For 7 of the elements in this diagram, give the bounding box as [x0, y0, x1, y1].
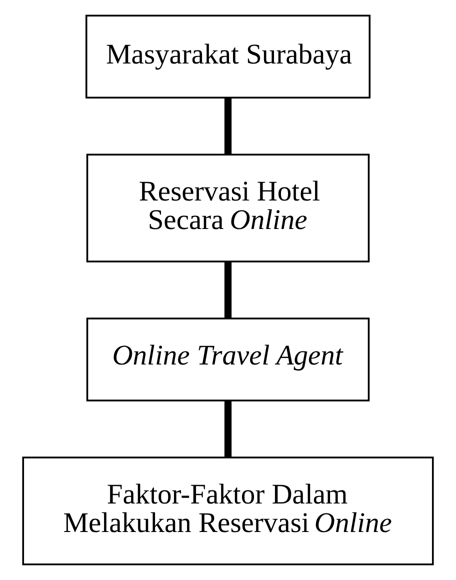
connector: [224, 400, 232, 458]
node-box: Reservasi Hotel Secara Online: [86, 154, 370, 262]
connector: [224, 262, 232, 318]
connector: [224, 98, 232, 154]
node-box: Faktor-Faktor Dalam Melakukan Reservasi Online: [22, 456, 434, 566]
node-box: Masyarakat Surabaya: [85, 14, 371, 98]
node-box: Online Travel Agent: [86, 318, 370, 402]
